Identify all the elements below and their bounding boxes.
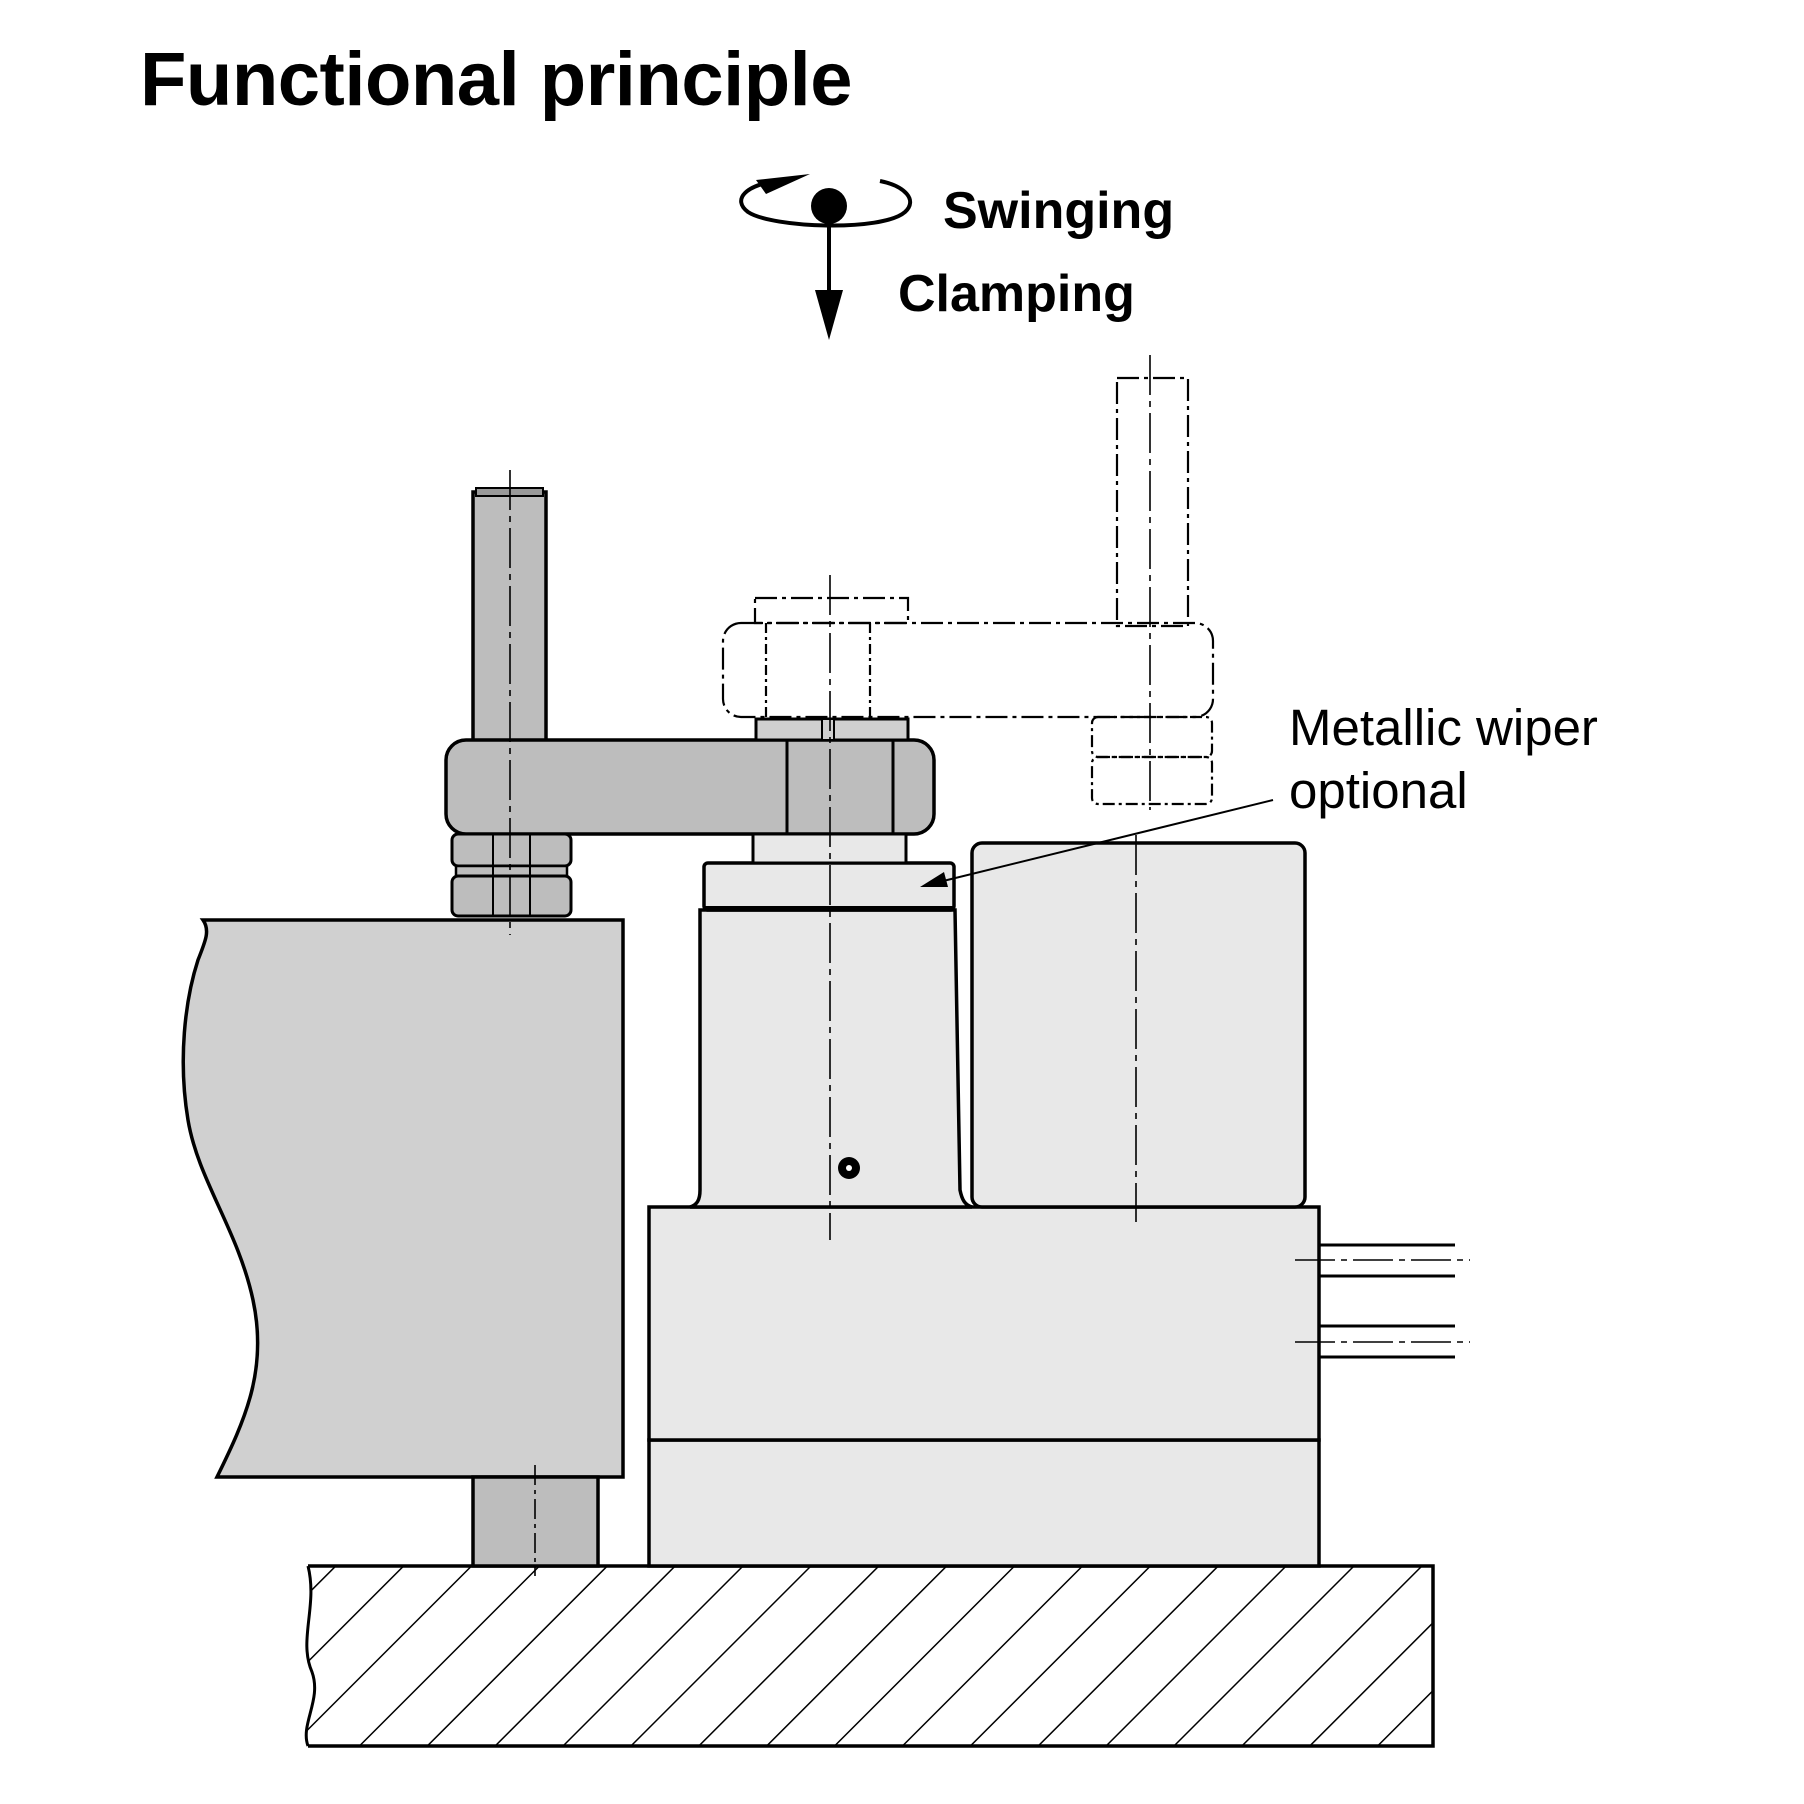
clamp-housing (647, 1205, 1321, 1568)
clamp-arm-phantom (721, 355, 1215, 810)
wiper-leader-line (920, 799, 1274, 887)
swinging-label: Swinging (943, 182, 1174, 240)
hydraulic-ports (1295, 1243, 1470, 1359)
support-stud (471, 1465, 600, 1576)
clamp-arm-clamped (444, 470, 936, 935)
wiper-label-line1: Metallic wiper (1289, 699, 1598, 756)
plunger-column (689, 861, 973, 1209)
wiper-label-line2: optional (1289, 762, 1468, 819)
page-title: Functional principle (140, 37, 853, 122)
swing-rotation-icon (739, 174, 913, 228)
base-plate (304, 1564, 1435, 1748)
cylinder-housing (970, 835, 1307, 1222)
clamping-arrow-icon (815, 224, 843, 340)
clamping-label: Clamping (898, 265, 1135, 323)
fixture-block (181, 918, 625, 1479)
